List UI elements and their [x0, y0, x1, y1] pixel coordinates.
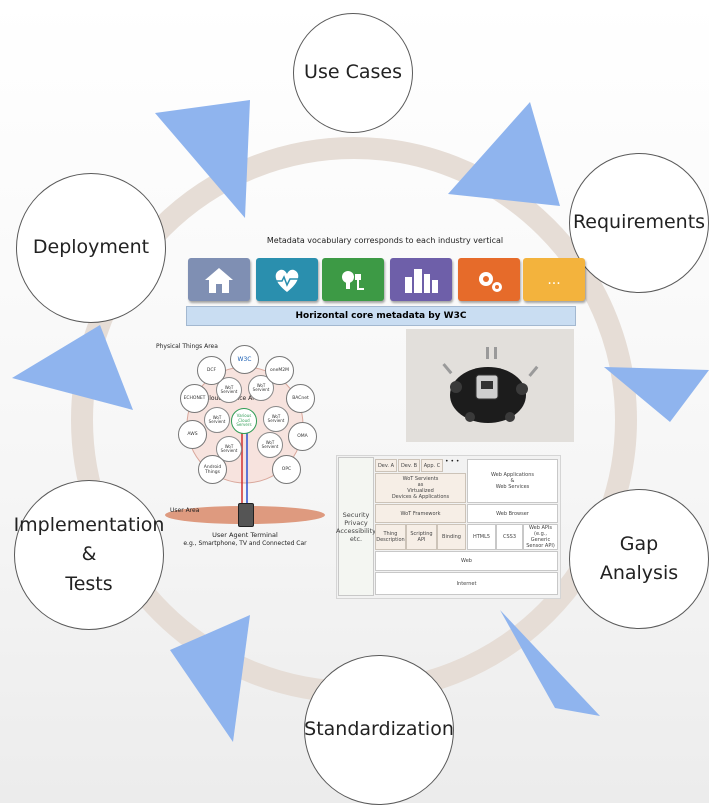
terminal-sub: e.g., Smartphone, TV and Connected Car — [183, 540, 307, 547]
cycle-arrow-bottom-right — [500, 610, 600, 716]
stack-thing-description: Thing Description — [375, 524, 406, 550]
horizontal-metadata-bar: Horizontal core metadata by W3C — [186, 306, 576, 326]
thing-oma: OMA — [288, 422, 317, 451]
stack-html5: HTML5 — [467, 524, 496, 550]
city-icon — [405, 268, 438, 293]
stack-web: Web — [375, 551, 558, 571]
thing-opc: OPC — [272, 455, 301, 484]
more-icon: ... — [547, 271, 561, 288]
servient-4: WoT Servient — [263, 406, 289, 432]
stack-scripting-api: Scripting API — [406, 524, 437, 550]
cycle-arrow-top-right — [448, 102, 560, 206]
node-standardization: Standardization — [304, 655, 454, 805]
cycle-arrow-top-left — [155, 100, 250, 218]
user-area-label: User Area — [170, 507, 200, 514]
stack-css3: CSS3 — [496, 524, 523, 550]
stack-dots: • • • — [445, 458, 460, 465]
home-icon — [205, 267, 233, 293]
servient-3: WoT Servient — [204, 407, 230, 433]
physical-things-title: Physical Things Area — [156, 343, 218, 350]
cycle-arrow-bottom-left — [170, 615, 250, 742]
tile-city — [390, 258, 452, 301]
stack-internet: Internet — [375, 572, 558, 595]
stack-wot-framework: WoT Framework — [375, 504, 466, 523]
node-implementation: Implementation & Tests — [14, 480, 164, 630]
stack-web-apis: Web APIs (e.g., Generic Sensor API) — [523, 524, 558, 550]
tile-energy — [322, 258, 384, 301]
stack-dev-a: Dev. A — [375, 459, 397, 472]
stack-web-apps: Web Applications & Web Services — [467, 459, 558, 503]
tile-industry — [458, 258, 520, 301]
terminal-device — [238, 503, 254, 527]
thing-onem2m: oneM2M — [265, 356, 294, 385]
thing-aws: AWS — [178, 420, 207, 449]
thing-w3c: W3C — [230, 345, 259, 374]
node-use-cases: Use Cases — [293, 13, 413, 133]
tile-more: ... — [523, 258, 585, 301]
multi-plug-adapter-icon — [406, 329, 574, 442]
stack-side-security: Security Privacy Accessibility etc. — [336, 457, 376, 596]
servient-6: WoT Servient — [257, 432, 283, 458]
thing-bacnet: BACnet — [286, 384, 315, 413]
stack-servients: WoT Servients as Virtualized Devices & A… — [375, 473, 466, 503]
cycle-arrow-right — [604, 367, 709, 422]
thing-android: Android Things — [198, 455, 227, 484]
stack-dev-b: Dev. B — [398, 459, 420, 472]
stack-web-browser: Web Browser — [467, 504, 558, 523]
heart-icon — [275, 269, 299, 292]
thing-dcf: DCF — [197, 356, 226, 385]
thing-echonet: ECHONET — [180, 384, 209, 413]
stack-binding: Binding — [437, 524, 466, 550]
stack-app-c: App. C — [421, 459, 443, 472]
center-cloud-servers: Various Cloud Servers — [231, 408, 257, 434]
terminal-label: User Agent Terminal — [212, 531, 278, 539]
plug-icon — [342, 270, 364, 290]
node-requirements: Requirements — [569, 153, 709, 293]
node-gap-analysis: Gap Analysis — [569, 489, 709, 629]
tile-home — [188, 258, 250, 301]
gears-icon — [479, 271, 502, 292]
metadata-title: Metadata vocabulary corresponds to each … — [266, 236, 504, 245]
node-deployment: Deployment — [16, 173, 166, 323]
cycle-arrow-left — [12, 325, 133, 410]
tile-health — [256, 258, 318, 301]
device-photo — [406, 329, 574, 442]
